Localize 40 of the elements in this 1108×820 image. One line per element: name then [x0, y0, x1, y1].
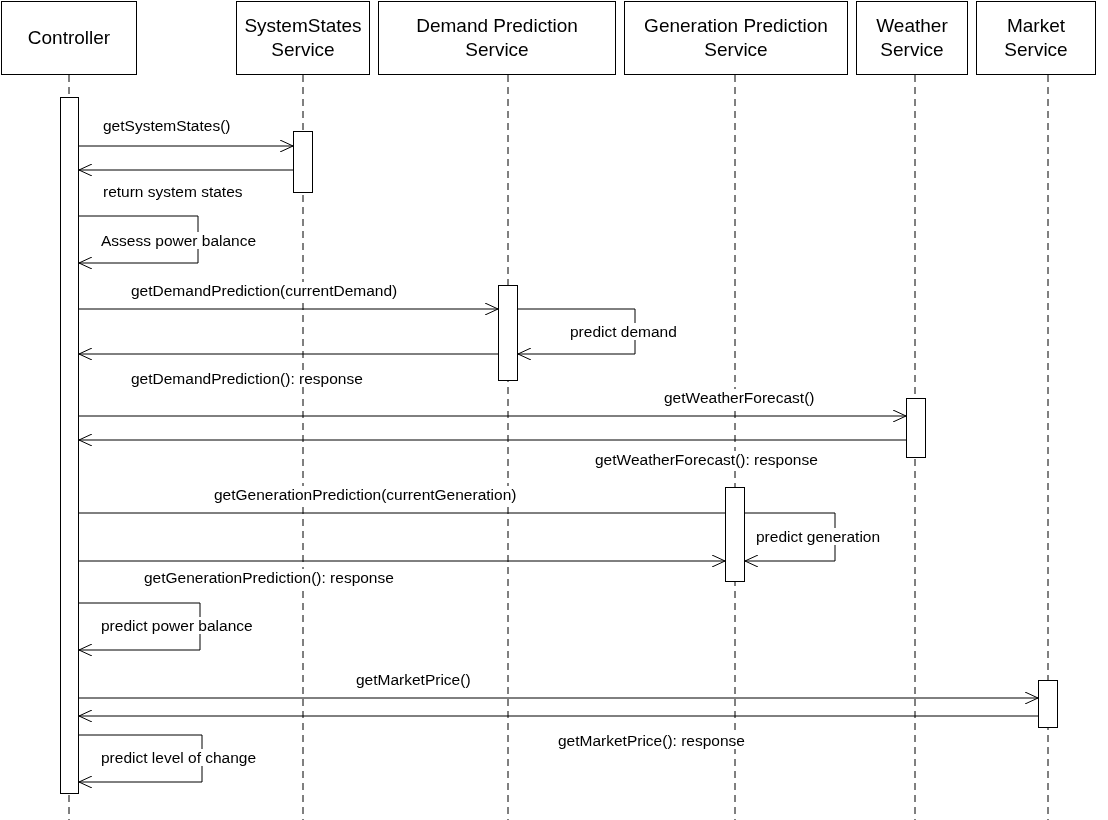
message-label: Assess power balance [100, 232, 258, 250]
self-message-arrow [78, 215, 199, 270]
message-arrow [78, 554, 726, 568]
message-label: getSystemStates() [102, 117, 232, 135]
message-arrow [78, 433, 907, 447]
message-arrow [78, 409, 907, 423]
activation-bar [60, 97, 79, 794]
lifeline-header: Generation Prediction Service [624, 1, 848, 75]
message-label: predict level of change [100, 749, 258, 767]
message-label: getWeatherForecast() [663, 389, 816, 407]
message-label: getGenerationPrediction(currentGeneration) [213, 486, 518, 504]
message-label: predict demand [569, 323, 678, 341]
lifeline-header: Market Service [976, 1, 1096, 75]
message-arrow [78, 347, 499, 361]
message-label: predict generation [755, 528, 882, 546]
message-label: predict power balance [100, 617, 254, 635]
message-arrow [78, 691, 1039, 705]
message-label: getMarketPrice() [355, 671, 472, 689]
activation-bar [498, 285, 518, 381]
message-label: getWeatherForecast(): response [594, 451, 819, 469]
activation-bar [293, 131, 313, 193]
message-label: getMarketPrice(): response [557, 732, 746, 750]
message-label: getDemandPrediction(currentDemand) [130, 282, 399, 300]
lifeline-header: SystemStates Service [236, 1, 370, 75]
lifeline-header: Weather Service [856, 1, 968, 75]
activation-bar [1038, 680, 1058, 728]
message-label: getDemandPrediction(): response [130, 370, 364, 388]
lifeline-header: Controller [1, 1, 137, 75]
activation-bar [725, 487, 745, 582]
self-message-arrow [744, 512, 836, 568]
message-arrow [78, 709, 1039, 723]
message-arrow [78, 163, 294, 177]
self-message-arrow [517, 308, 636, 361]
lifeline-header: Demand Prediction Service [378, 1, 616, 75]
self-message-arrow [78, 602, 201, 657]
message-arrow [78, 302, 499, 316]
activation-bar [906, 398, 926, 458]
message-label: getGenerationPrediction(): response [143, 569, 395, 587]
message-arrow [78, 139, 294, 153]
self-message-arrow [78, 734, 203, 789]
